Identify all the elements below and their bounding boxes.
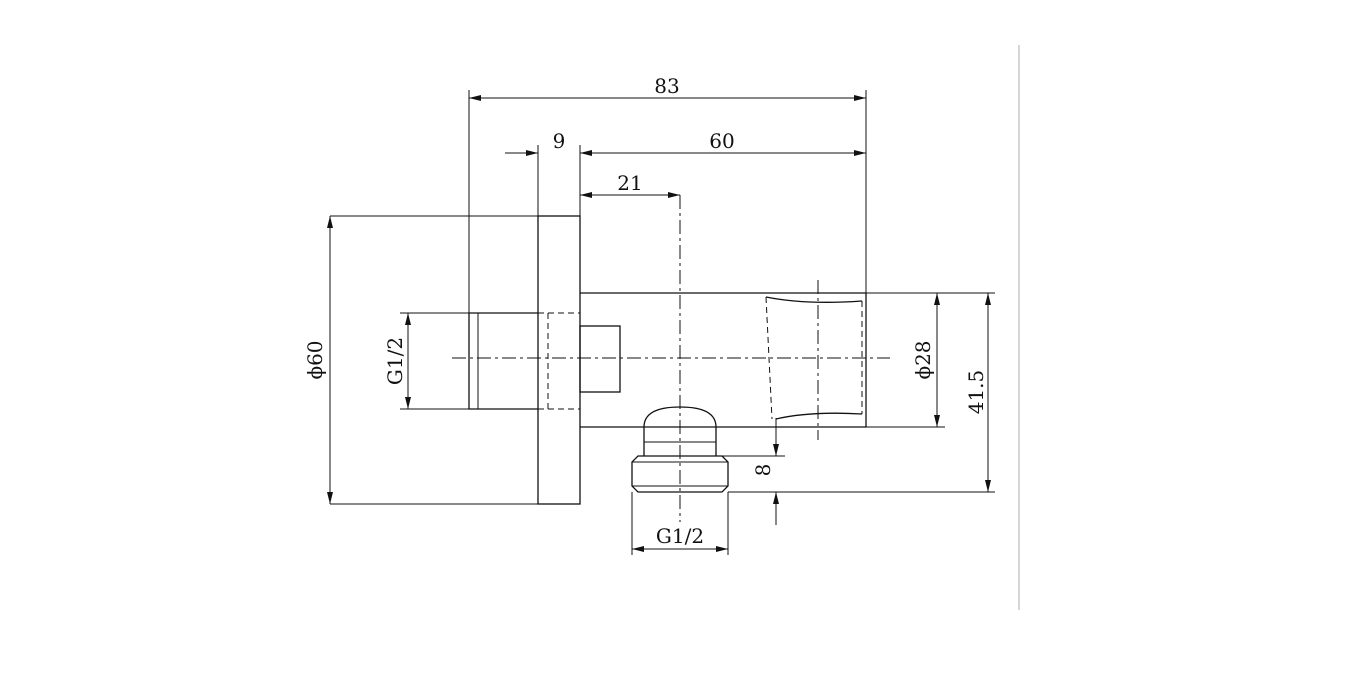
dim-label-overall-length: 83 (654, 74, 679, 98)
dim-label-outlet-thread: G1/2 (656, 524, 704, 548)
dim-label-inlet-thread: G1/2 (383, 337, 407, 385)
dim-label-total-height: 41.5 (964, 370, 988, 415)
dim-label-outlet-height: 8 (751, 464, 775, 477)
dim-label-holder-diameter: ϕ28 (911, 340, 935, 379)
wall-plate (537, 215, 581, 505)
dim-label-plate-thickness: 9 (553, 129, 566, 153)
main-body (580, 292, 867, 428)
dim-label-body-length: 60 (709, 129, 734, 153)
dim-label-outlet-offset: 21 (617, 171, 642, 195)
dim-label-plate-diameter: ϕ60 (303, 340, 327, 379)
extension-lines (330, 90, 995, 555)
part-outline (468, 215, 867, 505)
holder-cradle (765, 296, 863, 303)
inner-port (579, 325, 621, 393)
inlet-thread (468, 312, 538, 410)
outlet-nut (631, 455, 729, 493)
